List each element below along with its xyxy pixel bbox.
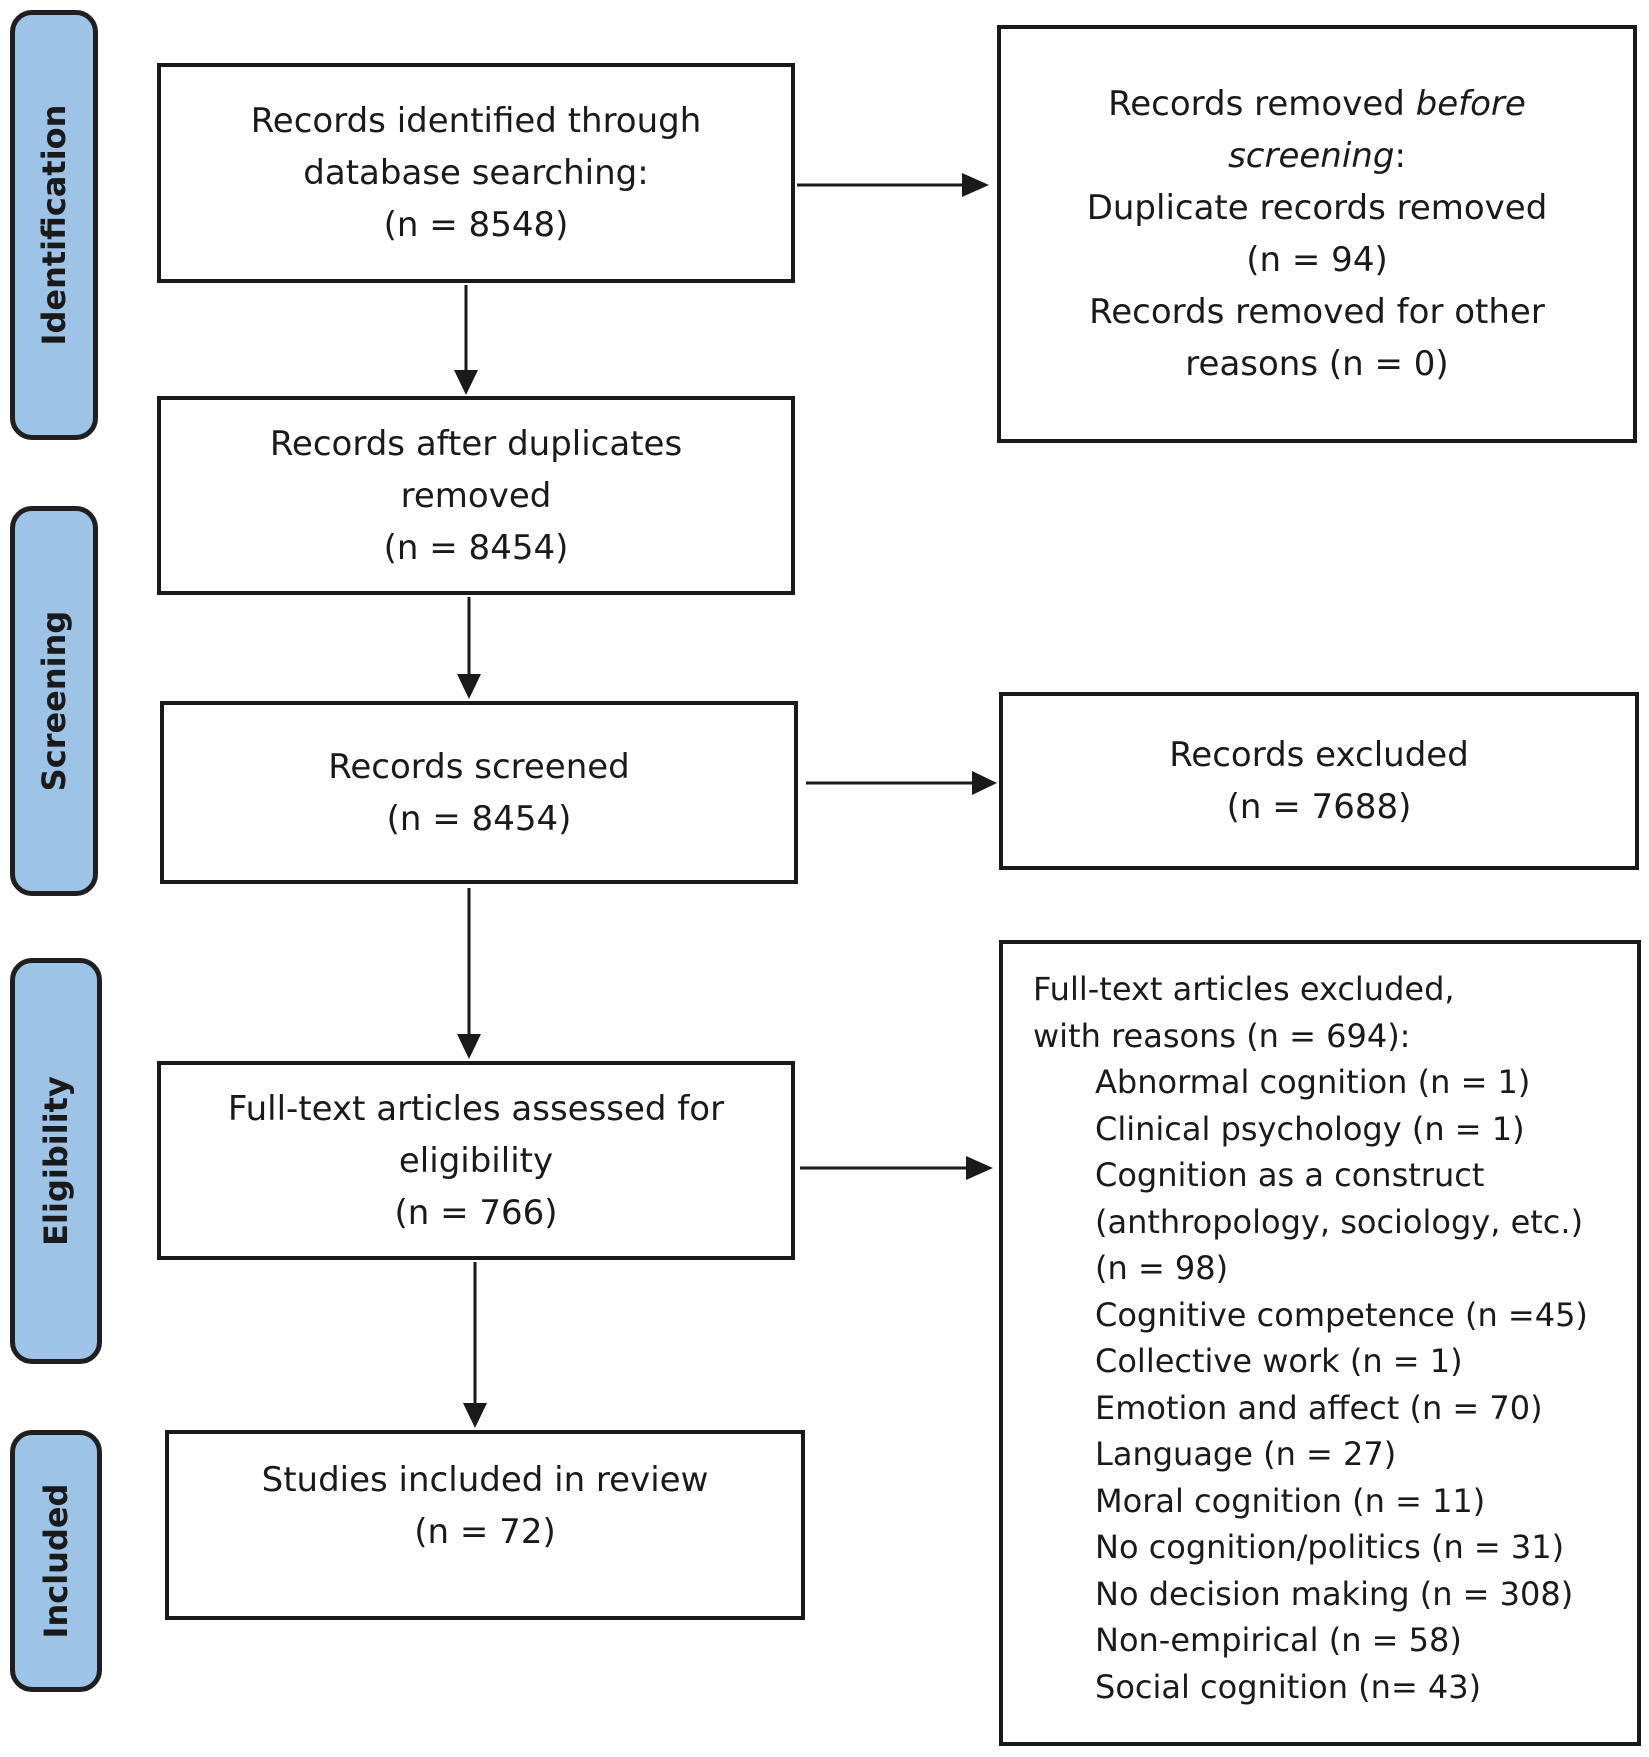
removed-line-1b: before bbox=[1415, 84, 1526, 124]
reason-item: (n = 98) bbox=[1095, 1249, 1229, 1287]
after-duplicates-line-3: (n = 8454) bbox=[383, 527, 569, 568]
identified-line-2: database searching: bbox=[303, 153, 649, 193]
after-duplicates-line-2: removed bbox=[400, 475, 552, 516]
removed-line-2a: screening bbox=[1228, 136, 1395, 176]
reason-item: Abnormal cognition (n = 1) bbox=[1095, 1063, 1531, 1101]
reason-item: Cognition as a construct bbox=[1095, 1156, 1485, 1194]
stage-identification: Identification bbox=[10, 10, 98, 440]
excluded-line-1: Records excluded bbox=[1169, 735, 1469, 775]
stage-screening: Screening bbox=[10, 506, 98, 896]
reason-item: Clinical psychology (n = 1) bbox=[1095, 1109, 1525, 1148]
arrowhead-down-1 bbox=[454, 370, 478, 395]
reason-item: No cognition/politics (n = 31) bbox=[1095, 1528, 1565, 1566]
arrowhead-down-2 bbox=[457, 674, 481, 699]
reason-item: Collective work (n = 1) bbox=[1095, 1342, 1463, 1380]
box-fulltext-excluded: Full-text articles excluded, with reason… bbox=[999, 940, 1641, 1746]
excluded-line-2: (n = 7688) bbox=[1226, 787, 1412, 827]
box-records-identified: Records identified through database sear… bbox=[157, 63, 795, 283]
stage-included: Included bbox=[10, 1430, 102, 1692]
arrowhead-down-3 bbox=[457, 1034, 481, 1059]
assessed-line-1: Full-text articles assessed for bbox=[227, 1088, 725, 1129]
removed-line-5: Records removed for other bbox=[1089, 292, 1545, 332]
box-studies-included: Studies included in review (n = 72) bbox=[165, 1430, 805, 1620]
reason-item: Emotion and affect (n = 70) bbox=[1095, 1388, 1543, 1427]
screened-line-1: Records screened bbox=[328, 746, 630, 787]
box-records-removed-before-screening: Records removed before screening: Duplic… bbox=[997, 25, 1637, 443]
screened-line-2: (n = 8454) bbox=[386, 798, 572, 839]
removed-line-4: (n = 94) bbox=[1246, 240, 1388, 280]
reason-item: Non-empirical (n = 58) bbox=[1095, 1621, 1462, 1659]
box-records-screened: Records screened (n = 8454) bbox=[160, 701, 798, 884]
removed-line-1: Records removed before bbox=[1001, 78, 1633, 130]
identified-line-3: (n = 8548) bbox=[383, 205, 569, 245]
included-line-2: (n = 72) bbox=[414, 1512, 556, 1552]
fulltext-excluded-header-1: Full-text articles excluded, bbox=[1033, 970, 1455, 1008]
arrowhead-right-2 bbox=[972, 771, 997, 795]
assessed-line-3: (n = 766) bbox=[394, 1192, 558, 1233]
reason-item: No decision making (n = 308) bbox=[1095, 1574, 1574, 1613]
removed-line-1a: Records removed bbox=[1108, 84, 1416, 124]
fulltext-excluded-header-2: with reasons (n = 694): bbox=[1033, 1016, 1411, 1055]
included-line-1: Studies included in review bbox=[261, 1460, 709, 1500]
box-records-excluded: Records excluded (n = 7688) bbox=[999, 692, 1639, 870]
reason-item: (anthropology, sociology, etc.) bbox=[1095, 1202, 1584, 1241]
arrowhead-down-4 bbox=[463, 1403, 487, 1428]
reason-item: Social cognition (n= 43) bbox=[1095, 1667, 1482, 1706]
removed-line-6: reasons (n = 0) bbox=[1185, 344, 1449, 384]
box-records-after-duplicates: Records after duplicates removed (n = 84… bbox=[157, 396, 795, 595]
removed-line-2: screening: bbox=[1001, 130, 1633, 182]
reason-item: Language (n = 27) bbox=[1095, 1435, 1397, 1473]
removed-line-2b: : bbox=[1394, 136, 1406, 176]
removed-line-3: Duplicate records removed bbox=[1086, 188, 1548, 228]
arrowhead-right-1 bbox=[962, 173, 989, 197]
assessed-line-2: eligibility bbox=[398, 1140, 554, 1181]
arrowhead-right-3 bbox=[966, 1156, 993, 1180]
stage-eligibility: Eligibility bbox=[10, 958, 102, 1364]
reason-item: Cognitive competence (n =45) bbox=[1095, 1295, 1588, 1334]
identified-line-1: Records identified through bbox=[250, 101, 702, 141]
reason-item: Moral cognition (n = 11) bbox=[1095, 1481, 1486, 1520]
after-duplicates-line-1: Records after duplicates bbox=[269, 423, 683, 464]
box-fulltext-assessed: Full-text articles assessed for eligibil… bbox=[157, 1061, 795, 1260]
